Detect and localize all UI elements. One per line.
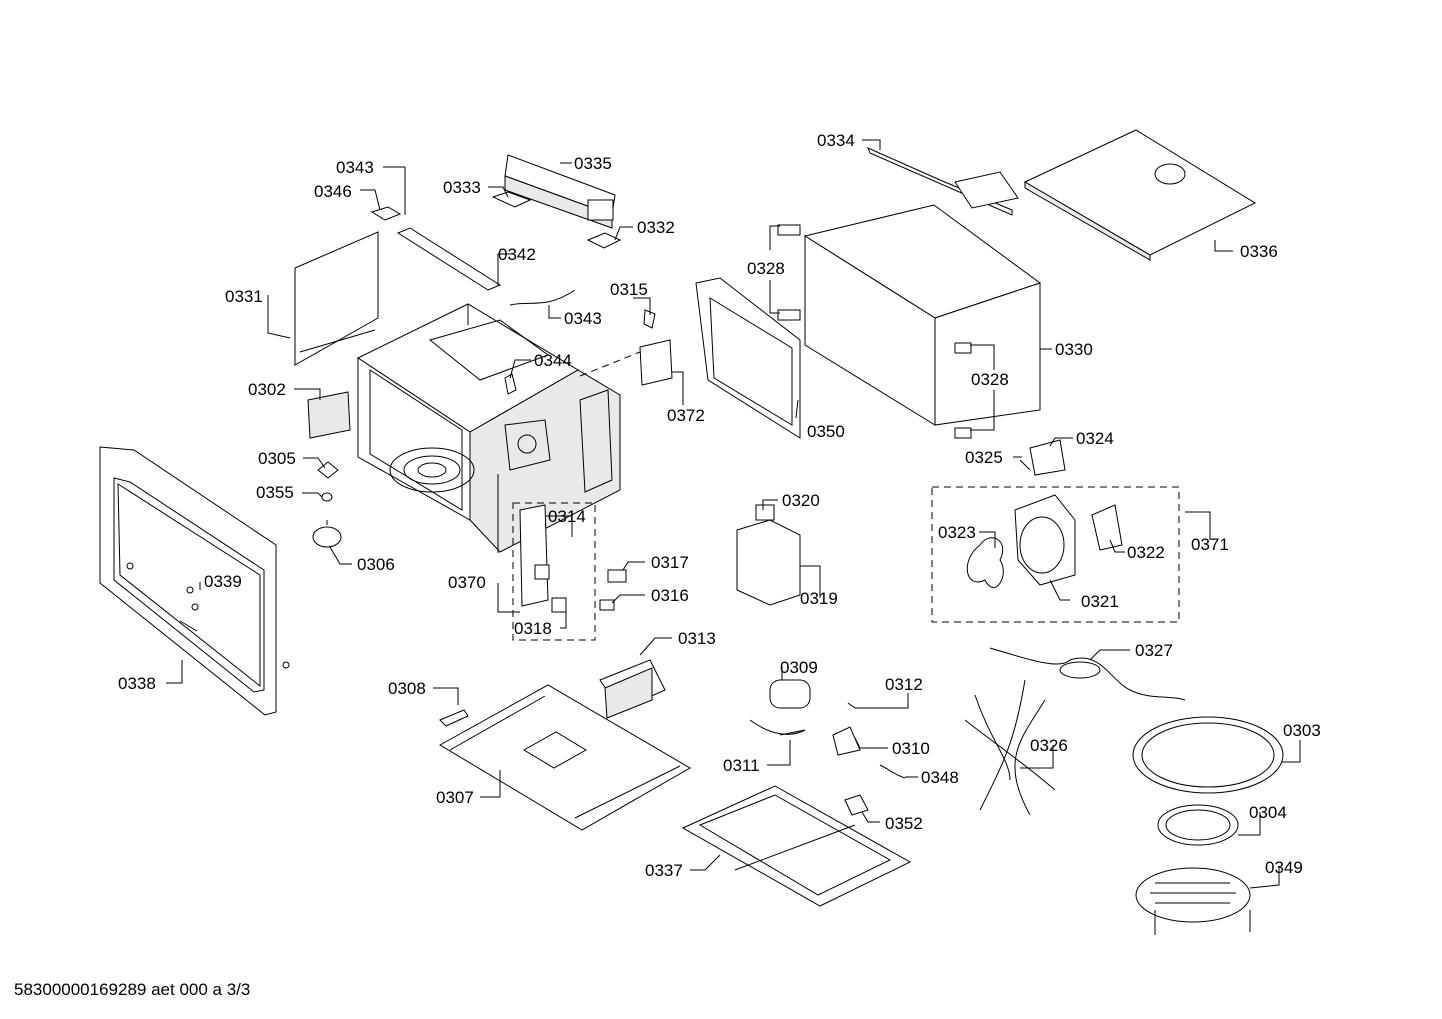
label-0335: 0335 <box>574 154 612 173</box>
leader-lines <box>166 139 1301 889</box>
label-0309: 0309 <box>780 658 818 677</box>
label-0307: 0307 <box>436 788 474 807</box>
label-0338: 0338 <box>118 674 156 693</box>
label-0330: 0330 <box>1055 340 1093 359</box>
fan-assembly-0371 <box>931 486 1180 623</box>
label-0339: 0339 <box>204 572 242 591</box>
label-0349: 0349 <box>1265 858 1303 877</box>
label-0355: 0355 <box>256 483 294 502</box>
label-0321: 0321 <box>1081 592 1119 611</box>
label-0372: 0372 <box>667 406 705 425</box>
label-0342: 0342 <box>498 245 536 264</box>
label-0336: 0336 <box>1240 242 1278 261</box>
label-0337: 0337 <box>645 861 683 880</box>
label-0317: 0317 <box>651 553 689 572</box>
wire-harnesses <box>964 647 1186 816</box>
part-labels: 0343 0346 0333 0335 0332 0342 0331 0343 … <box>118 131 1321 880</box>
label-0328b: 0328 <box>971 370 1009 389</box>
label-0350: 0350 <box>807 422 845 441</box>
label-0312: 0312 <box>885 675 923 694</box>
document-id: 58300000169289 aet 000 a 3/3 <box>14 980 251 999</box>
label-0332: 0332 <box>637 218 675 237</box>
base-plate-0307 <box>438 659 691 831</box>
label-0318: 0318 <box>514 619 552 638</box>
label-0314: 0314 <box>548 507 586 526</box>
label-0315: 0315 <box>610 280 648 299</box>
top-parts <box>294 154 673 395</box>
label-0346: 0346 <box>314 182 352 201</box>
label-0308: 0308 <box>388 679 426 698</box>
bottom-tray-0337 <box>681 785 912 907</box>
label-0348: 0348 <box>921 768 959 787</box>
label-0326: 0326 <box>1030 736 1068 755</box>
label-0303: 0303 <box>1283 721 1321 740</box>
label-0324: 0324 <box>1076 429 1114 448</box>
label-0319: 0319 <box>800 589 838 608</box>
label-0370: 0370 <box>448 573 486 592</box>
magnetron-capacitor <box>736 504 906 779</box>
label-0313: 0313 <box>678 629 716 648</box>
label-0327: 0327 <box>1135 641 1173 660</box>
label-0310: 0310 <box>892 739 930 758</box>
interlock-assembly-0370 <box>512 502 627 641</box>
label-0343b: 0343 <box>564 309 602 328</box>
label-0323: 0323 <box>938 523 976 542</box>
label-0306: 0306 <box>357 555 395 574</box>
outer-housing <box>695 129 1257 476</box>
label-0320: 0320 <box>782 491 820 510</box>
label-0305: 0305 <box>258 449 296 468</box>
label-0304: 0304 <box>1249 803 1287 822</box>
label-0311: 0311 <box>723 756 760 775</box>
label-0352: 0352 <box>885 814 923 833</box>
label-0344: 0344 <box>534 351 572 370</box>
label-0322: 0322 <box>1127 543 1165 562</box>
label-0328a: 0328 <box>747 259 785 278</box>
label-0333: 0333 <box>443 178 481 197</box>
left-small-parts <box>307 391 351 548</box>
label-0331: 0331 <box>225 287 263 306</box>
label-0334: 0334 <box>817 131 855 150</box>
oven-cavity <box>356 303 641 553</box>
label-0302: 0302 <box>248 380 286 399</box>
label-0343a: 0343 <box>336 158 374 177</box>
turntable-parts <box>1132 716 1284 935</box>
door-frame-0338 <box>99 446 290 716</box>
label-0316: 0316 <box>651 586 689 605</box>
label-0325: 0325 <box>965 448 1003 467</box>
label-0371: 0371 <box>1191 535 1229 554</box>
